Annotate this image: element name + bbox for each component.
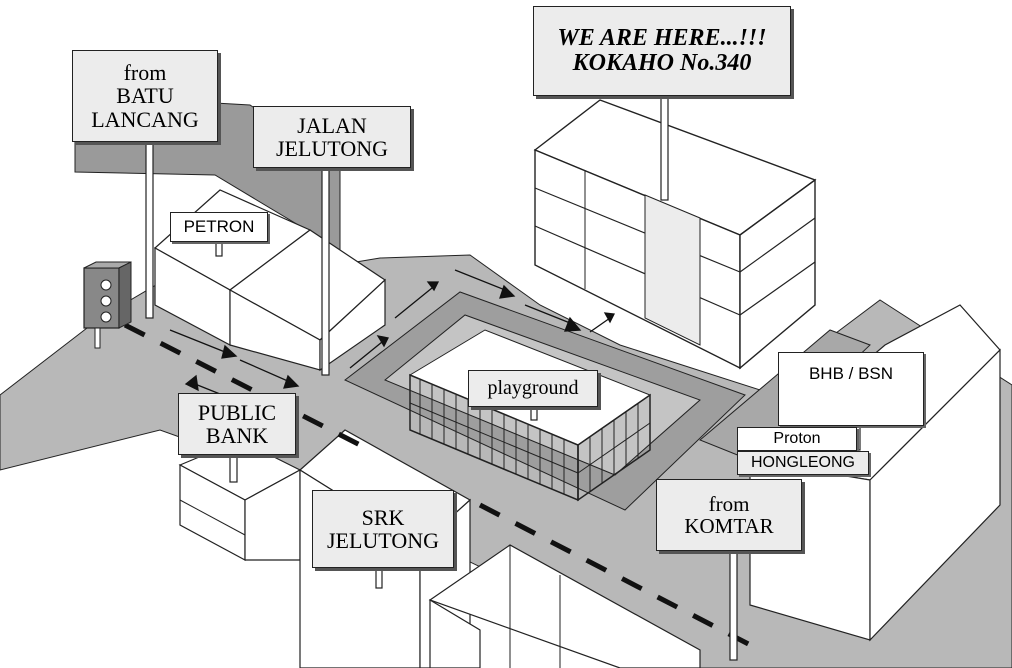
sign-batu-lancang: from BATU LANCANG — [72, 50, 218, 142]
sign-hongleong: HONGLEONG — [737, 451, 869, 475]
sign-proton: Proton — [737, 427, 857, 451]
sign-srk-jelutong-line1: SRK — [361, 504, 405, 530]
sign-batu-lancang-from: from — [123, 60, 167, 86]
sign-batu-lancang-name1: BATU — [116, 83, 174, 109]
sign-bhb-bsn: BHB / BSN — [778, 352, 924, 426]
sign-petron-label: PETRON — [183, 217, 255, 237]
sign-srk-jelutong-line2: JELUTONG — [326, 528, 440, 553]
sign-we-are-here-line2: KOKAHO No.340 — [572, 50, 752, 76]
sign-playground-label: playground — [487, 377, 579, 399]
sign-bhb-bsn-label: BHB / BSN — [808, 364, 894, 383]
road-centre-line — [123, 322, 762, 653]
sign-proton-label: Proton — [773, 429, 821, 447]
sign-public-bank: PUBLIC BANK — [178, 393, 296, 455]
sign-we-are-here: WE ARE HERE...!!! KOKAHO No.340 — [533, 6, 791, 96]
sign-jalan-jelutong-line2: JELUTONG — [275, 136, 389, 161]
sign-petron: PETRON — [170, 212, 268, 242]
sign-komtar: from KOMTAR — [656, 479, 802, 551]
sign-hongleong-label: HONGLEONG — [750, 453, 855, 471]
sign-jalan-jelutong-line1: JALAN — [297, 112, 367, 138]
sign-we-are-here-line1: WE ARE HERE...!!! — [557, 24, 767, 51]
sign-public-bank-line2: BANK — [205, 423, 269, 448]
sign-jalan-jelutong: JALAN JELUTONG — [253, 106, 411, 168]
sign-komtar-name: KOMTAR — [684, 514, 774, 538]
bottom-building — [428, 544, 701, 668]
traffic-light — [83, 261, 132, 349]
road-direction-arrows — [169, 269, 615, 403]
kokaho-building — [533, 99, 817, 370]
sign-playground: playground — [468, 370, 598, 407]
sign-batu-lancang-name2: LANCANG — [91, 106, 199, 132]
sign-srk-jelutong: SRK JELUTONG — [312, 490, 454, 568]
sign-public-bank-line1: PUBLIC — [197, 399, 277, 425]
sign-komtar-from: from — [708, 491, 750, 516]
